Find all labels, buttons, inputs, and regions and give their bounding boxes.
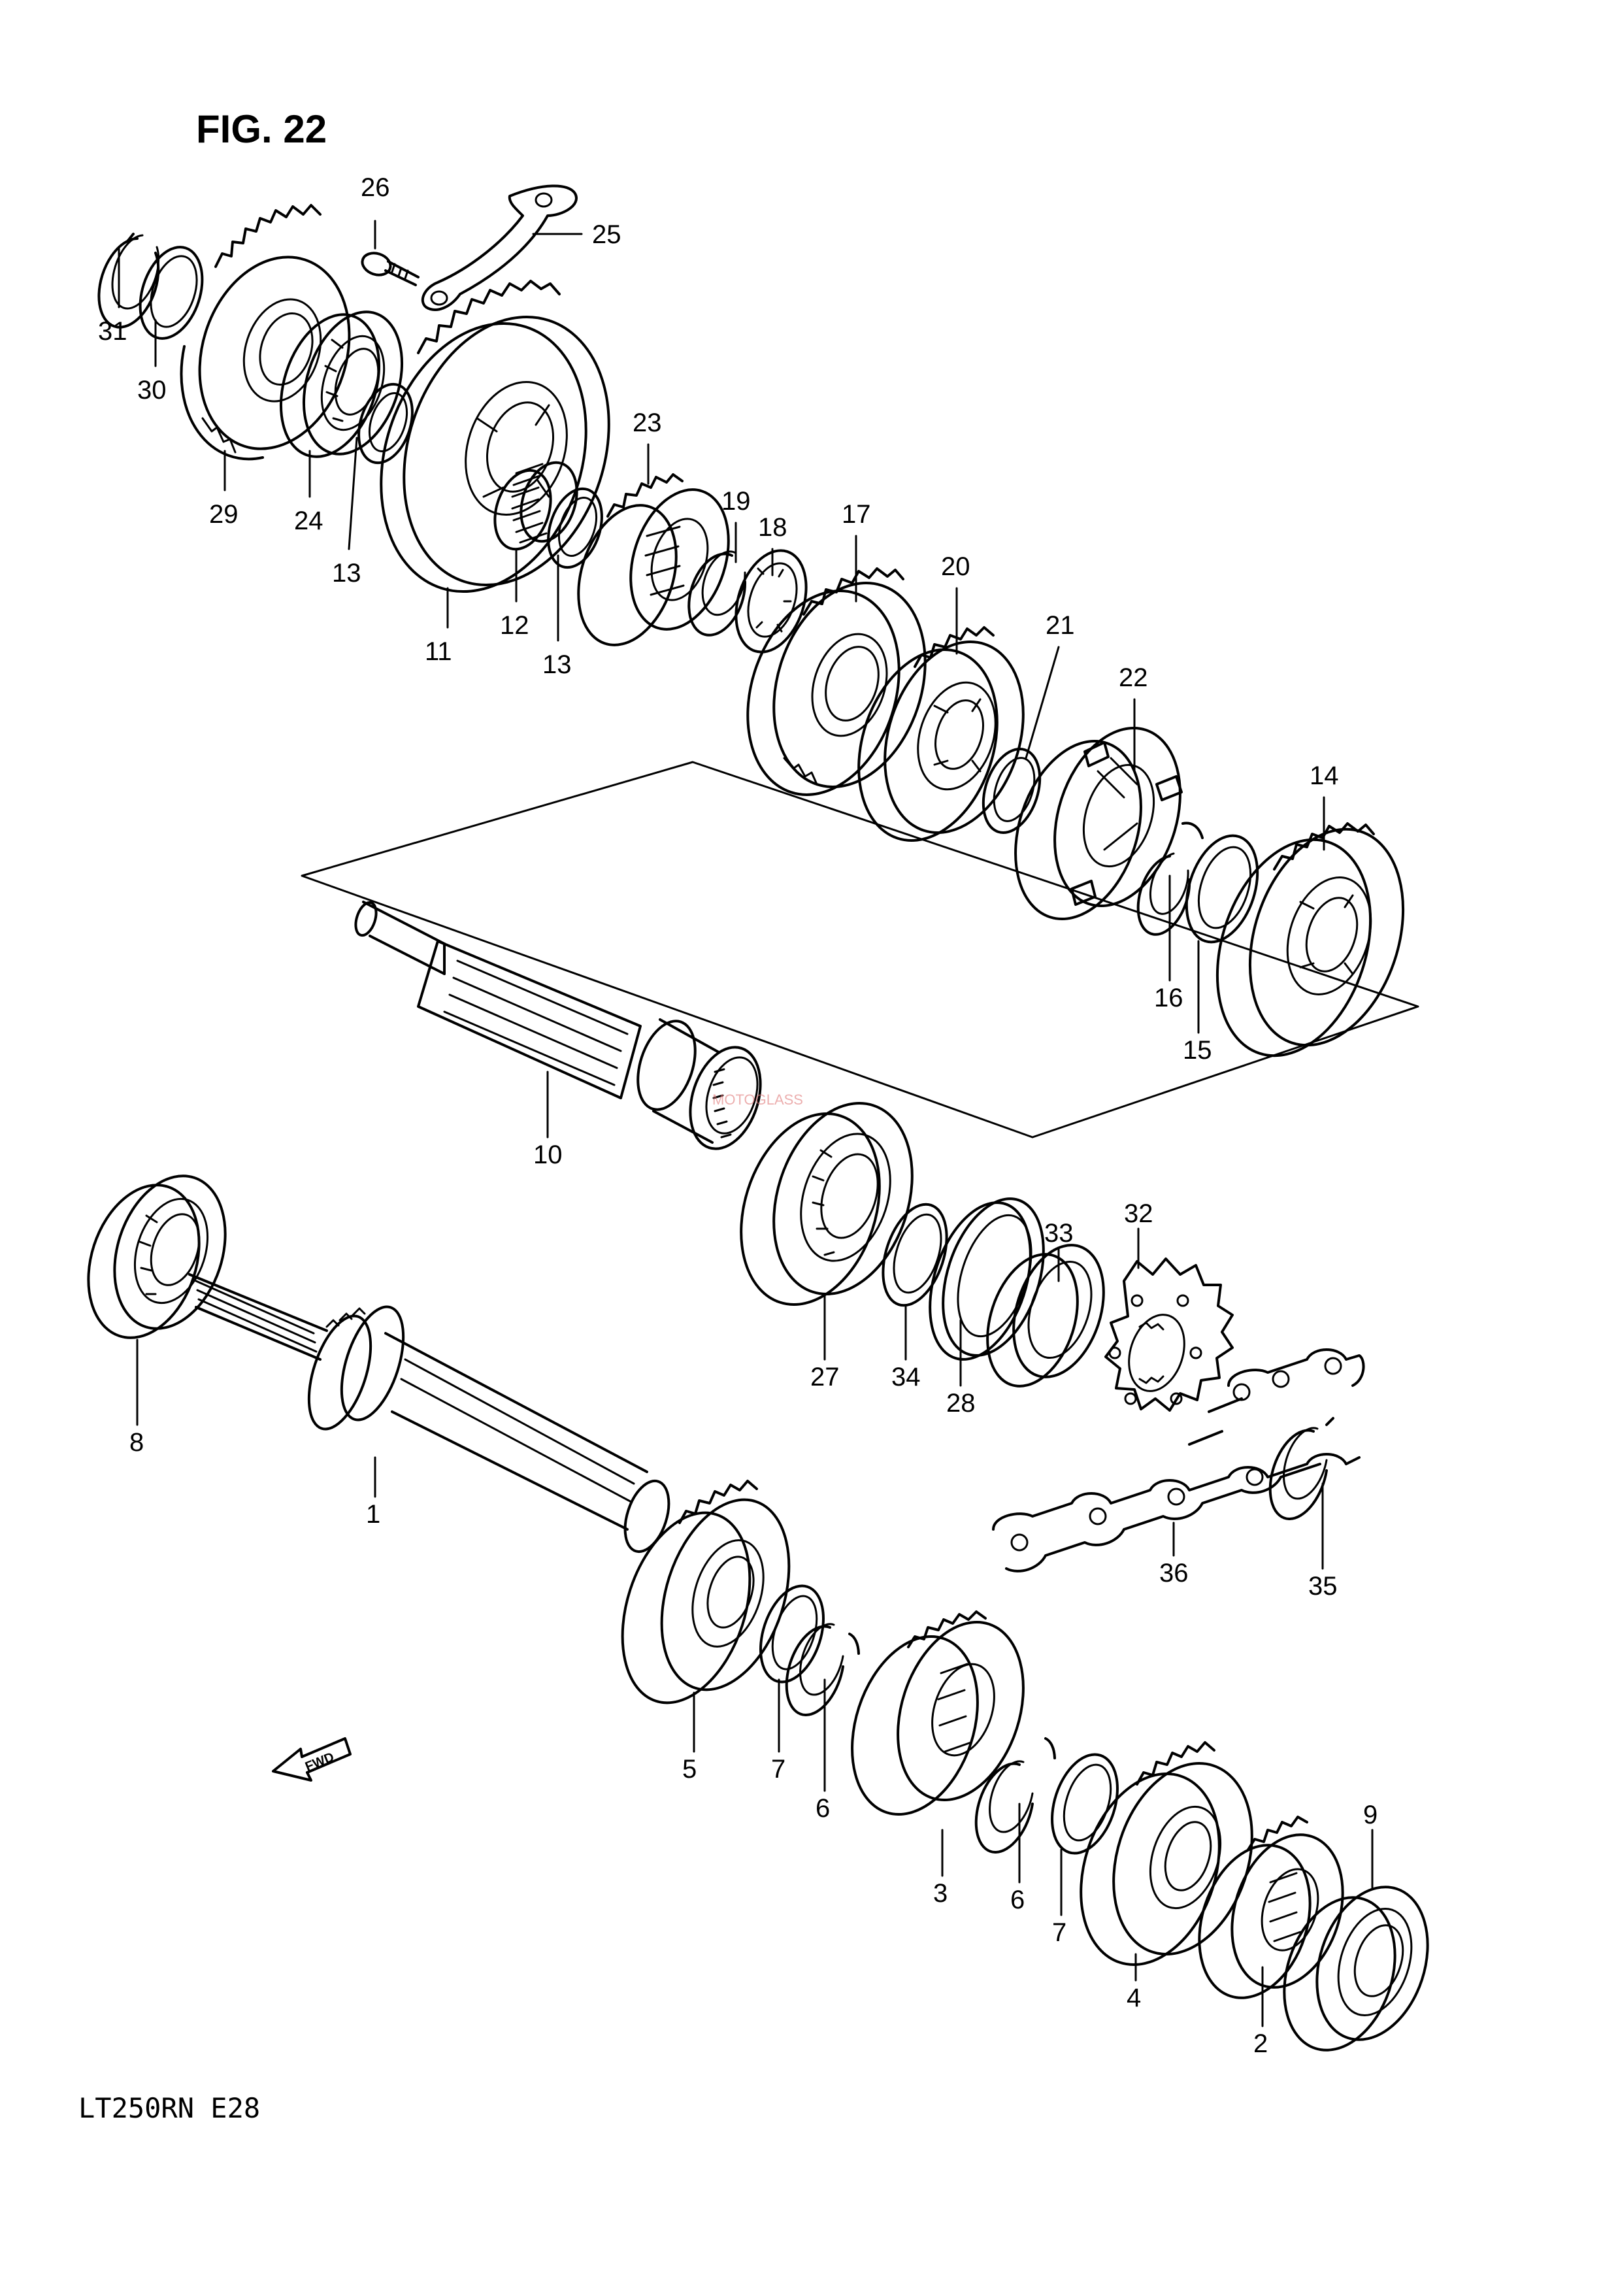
part-15-washer xyxy=(1185,834,1259,944)
callout-20: 20 xyxy=(941,552,970,581)
callout-9: 9 xyxy=(1363,1801,1378,1829)
callout-30: 30 xyxy=(137,376,167,405)
part-6-circlip-right xyxy=(974,1737,1056,1854)
upper-shaft-assembly xyxy=(97,184,1419,1150)
part-20-gear xyxy=(857,626,1025,842)
callout-23: 23 xyxy=(633,408,662,437)
callout-7-right: 7 xyxy=(1052,1918,1066,1947)
part-29-gear xyxy=(180,204,351,461)
callout-1: 1 xyxy=(366,1500,380,1529)
part-32-sprocket xyxy=(1104,1257,1234,1412)
callout-29: 29 xyxy=(209,500,239,529)
part-8-bearing xyxy=(87,1174,227,1339)
part-21-circlip xyxy=(982,748,1042,834)
callout-13-left: 13 xyxy=(332,559,361,588)
callout-17: 17 xyxy=(842,500,871,529)
part-27-bearing xyxy=(740,1102,914,1306)
callout-19: 19 xyxy=(721,487,751,516)
part-2-gear xyxy=(1198,1816,1344,1999)
callout-6-right: 6 xyxy=(1010,1886,1025,1914)
callout-15: 15 xyxy=(1183,1036,1212,1065)
callout-14: 14 xyxy=(1310,761,1339,790)
lower-shaft-assembly: FWD MOTOGLASS xyxy=(87,1091,1429,2052)
part-17-gear xyxy=(746,567,927,796)
callout-28: 28 xyxy=(946,1389,976,1418)
part-13-washer-right xyxy=(547,487,603,569)
part-33-spacer xyxy=(986,1244,1105,1388)
callout-12: 12 xyxy=(500,611,529,640)
callout-2: 2 xyxy=(1253,2029,1268,2058)
callout-21: 21 xyxy=(1046,611,1075,640)
callout-35: 35 xyxy=(1308,1572,1338,1601)
part-35-circlip xyxy=(1268,1417,1334,1520)
callout-4: 4 xyxy=(1127,1984,1141,2012)
leader-lines xyxy=(118,220,1374,2027)
callout-13-right: 13 xyxy=(542,650,572,679)
part-7-washer-right xyxy=(1051,1753,1119,1855)
part-10-countershaft xyxy=(354,901,762,1150)
callout-7-left: 7 xyxy=(771,1755,785,1784)
fwd-arrow-icon: FWD xyxy=(272,1737,352,1782)
callout-34: 34 xyxy=(891,1363,921,1391)
part-24-bearing xyxy=(279,310,404,458)
callout-22: 22 xyxy=(1119,663,1148,692)
model-code: LT250RN E28 xyxy=(78,2092,260,2124)
callout-3: 3 xyxy=(933,1879,948,1908)
callout-5: 5 xyxy=(682,1755,697,1784)
callout-24: 24 xyxy=(294,507,323,535)
shaft-enclosure-outline xyxy=(301,761,1419,1139)
callout-11: 11 xyxy=(425,637,452,666)
callout-31: 31 xyxy=(98,317,127,346)
callout-8: 8 xyxy=(129,1428,144,1457)
part-12-needle-bearing xyxy=(493,461,578,551)
callout-36: 36 xyxy=(1159,1559,1189,1588)
part-14-gear xyxy=(1215,822,1405,1057)
part-18-splined-washer xyxy=(735,549,808,654)
callout-labels: 31 30 29 24 13 11 12 13 26 25 23 19 18 1… xyxy=(98,173,1378,2058)
part-23-gear xyxy=(577,473,730,646)
part-26-bolt xyxy=(361,252,420,286)
callout-26: 26 xyxy=(361,173,390,202)
part-3-gear xyxy=(851,1610,1025,1816)
part-31-circlip xyxy=(97,233,160,329)
part-34-circlip xyxy=(882,1203,948,1307)
callout-32: 32 xyxy=(1124,1199,1153,1228)
callout-16: 16 xyxy=(1154,984,1183,1012)
part-6-circlip-left xyxy=(785,1623,860,1716)
part-30-washer xyxy=(139,246,204,340)
figure-title: FIG. 22 xyxy=(196,107,327,151)
callout-27: 27 xyxy=(810,1363,840,1391)
part-1-driveshaft xyxy=(188,1273,670,1554)
callout-6-left: 6 xyxy=(816,1794,830,1823)
part-25-plate xyxy=(421,184,578,311)
part-36-chain xyxy=(992,1348,1365,1572)
watermark: MOTOGLASS xyxy=(712,1091,803,1108)
part-11-gear xyxy=(380,280,610,593)
callout-33: 33 xyxy=(1044,1219,1074,1248)
callout-18: 18 xyxy=(758,513,787,542)
callout-10: 10 xyxy=(533,1140,563,1169)
callout-25: 25 xyxy=(592,220,621,249)
part-7-washer-left xyxy=(759,1584,825,1684)
part-4-gear xyxy=(1080,1741,1253,1966)
part-16-circlip xyxy=(1136,822,1204,936)
part-9-bearing xyxy=(1283,1886,1429,2052)
